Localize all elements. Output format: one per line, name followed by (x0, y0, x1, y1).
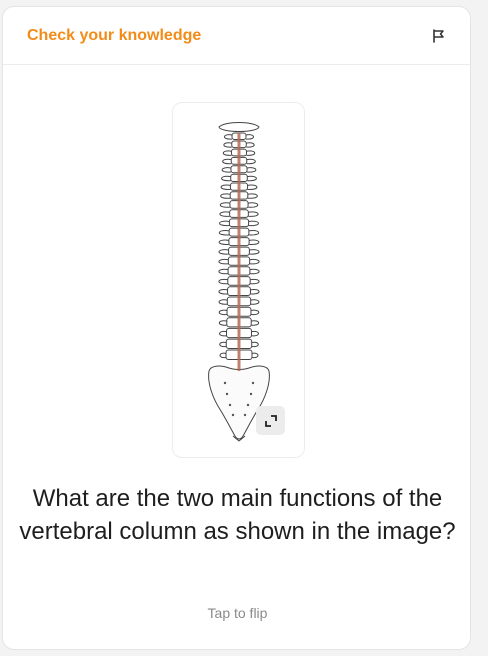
tap-to-flip-hint[interactable]: Tap to flip (207, 605, 268, 621)
card-title: Check your knowledge (27, 26, 202, 44)
card-header: Check your knowledge (3, 7, 470, 65)
expand-icon[interactable] (256, 406, 285, 435)
question-text: What are the two main functions of the v… (19, 485, 456, 545)
flashcard[interactable]: Check your knowledge (2, 6, 471, 650)
flag-icon[interactable] (430, 27, 448, 45)
spine-icon (208, 122, 270, 442)
spine-image[interactable] (172, 102, 305, 458)
